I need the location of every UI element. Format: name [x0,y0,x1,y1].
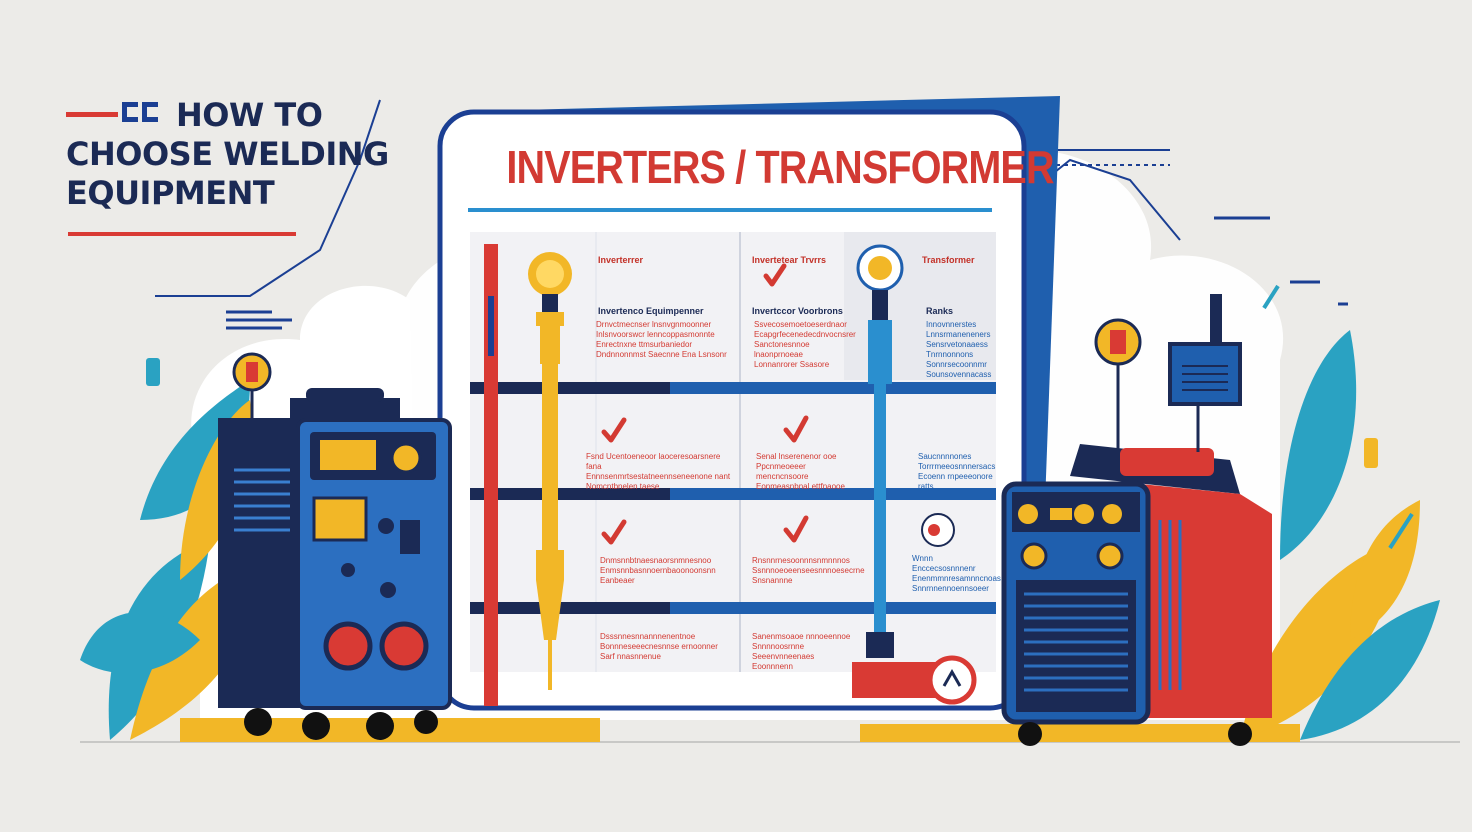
right-welder-machine-icon [1001,294,1272,746]
red-rod [484,244,498,706]
plug-icons [146,284,1414,550]
table-row-bars [470,382,996,614]
col-head-1: Inverterrer [598,255,644,265]
brand-logo-icon [66,100,162,126]
gauge-icon [921,513,977,705]
col-head-3: Transformer [922,255,975,265]
board-title: INVERTERS / TRANSFORMER [506,141,1054,193]
headline-underline [68,232,296,236]
headline-line-3: EQUIPMENT [66,174,275,212]
headline-line-2: CHOOSE WELDING [66,135,389,173]
yellow-torch-icon [528,252,572,690]
sub-head-3: Ranks [926,306,954,316]
floor [0,740,1472,832]
headline-line-1: HOW TO [176,96,323,134]
left-welder-machine-icon [218,352,452,740]
sub-head-2: Invertccor Voorbrons [752,306,843,316]
col-head-2: Invertetear Trvrrs [752,255,827,265]
headline: HOW TO CHOOSE WELDING EQUIPMENT [66,96,446,213]
check-icons [601,263,809,545]
blue-torch-icon [852,244,942,698]
headline-line-1-row: HOW TO [66,96,446,135]
sub-head-1: Invertenco Equimpenner [598,306,704,316]
leaves-right [1240,330,1440,740]
